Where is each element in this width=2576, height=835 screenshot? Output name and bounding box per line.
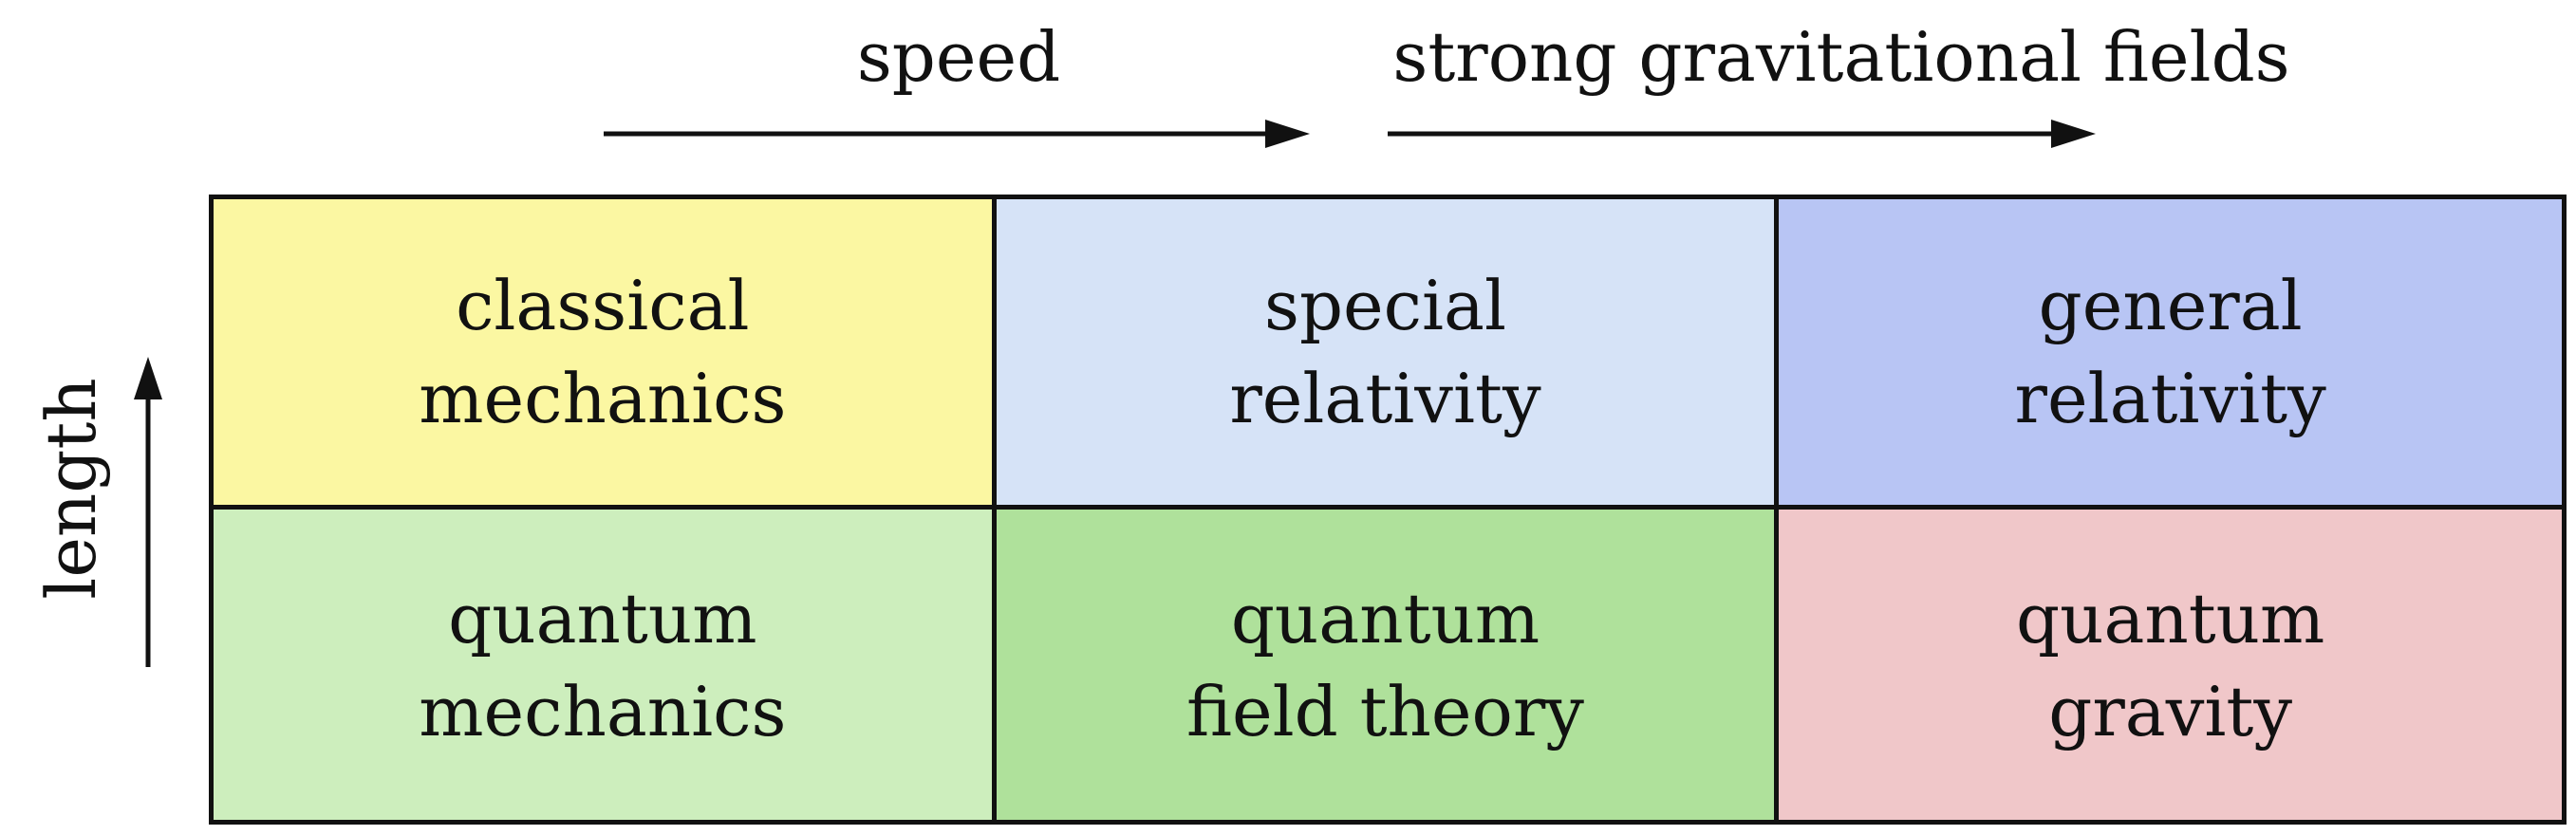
cell-label: special relativity	[1229, 266, 1541, 438]
cell-label: quantum field theory	[1185, 578, 1584, 752]
strong-gravitational-fields-label: strong gravitational fields	[1392, 17, 2290, 97]
cell-classical-mechanics: classical mechanics	[214, 199, 997, 510]
cell-label: quantum mechanics	[419, 578, 787, 752]
cell-label: classical mechanics	[419, 266, 787, 438]
cell-quantum-field-theory: quantum field theory	[996, 510, 1780, 820]
cell-quantum-mechanics: quantum mechanics	[214, 510, 997, 820]
speed-label: speed	[856, 17, 1061, 97]
physics-theories-grid: classical mechanics special relativity g…	[209, 195, 2567, 825]
cell-special-relativity: special relativity	[996, 199, 1780, 510]
length-label-wrapper: length	[28, 365, 114, 612]
cell-label: general relativity	[2014, 266, 2326, 438]
length-label: length	[31, 378, 111, 600]
cell-quantum-gravity: quantum gravity	[1779, 510, 2562, 820]
cell-general-relativity: general relativity	[1779, 199, 2562, 510]
cell-label: quantum gravity	[2015, 578, 2325, 752]
